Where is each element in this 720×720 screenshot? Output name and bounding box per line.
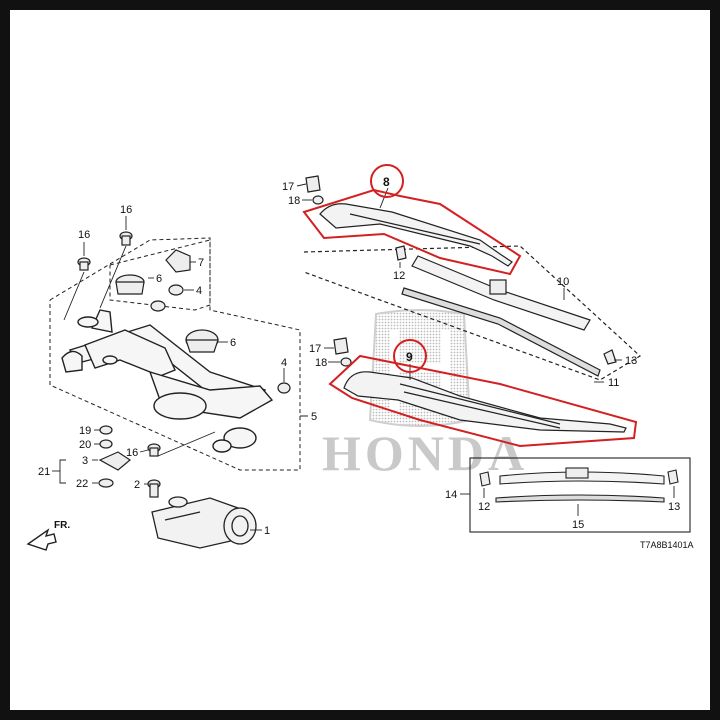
end-cap-12-b bbox=[479, 471, 491, 487]
parts-diagram: HONDA bbox=[26, 164, 694, 551]
wiper-arm-9 bbox=[343, 371, 627, 433]
callout-21: 21 bbox=[38, 466, 50, 478]
callout-11: 11 bbox=[608, 377, 619, 389]
clip-4-b bbox=[277, 382, 291, 394]
callout-14: 14 bbox=[445, 489, 457, 501]
small-parts-left bbox=[77, 231, 291, 498]
callout-12-b: 12 bbox=[478, 501, 490, 513]
highlight-circle-8 bbox=[370, 164, 404, 198]
callout-8: 8 bbox=[383, 175, 390, 189]
watermark-word: HONDA bbox=[322, 425, 528, 481]
callout-20: 20 bbox=[79, 439, 91, 451]
callout-13-a: 13 bbox=[625, 355, 637, 367]
highlight-outline-arm-8 bbox=[302, 188, 522, 276]
callout-6-b: 6 bbox=[230, 337, 236, 349]
callout-16-c: 16 bbox=[126, 447, 138, 459]
callout-4-b: 4 bbox=[281, 357, 287, 369]
end-cap-13-b bbox=[667, 469, 679, 485]
bolt-16-a bbox=[77, 257, 91, 271]
rubber-11 bbox=[401, 287, 601, 377]
nut-20 bbox=[99, 439, 113, 449]
callout-1: 1 bbox=[264, 525, 270, 537]
callout-12-a: 12 bbox=[393, 270, 405, 282]
callout-7: 7 bbox=[198, 257, 204, 269]
callout-3: 3 bbox=[82, 455, 88, 467]
highlight-outlines bbox=[302, 164, 638, 448]
bracket-3 bbox=[98, 451, 132, 471]
bolt-2 bbox=[147, 479, 161, 498]
bushing-7 bbox=[165, 249, 191, 273]
callout-5: 5 bbox=[311, 411, 317, 423]
callout-10: 10 bbox=[557, 276, 569, 288]
rear-blade-group bbox=[469, 457, 691, 533]
bolt-16-b bbox=[119, 231, 133, 246]
wiper-blade-10 bbox=[411, 255, 591, 331]
wiper-motor bbox=[151, 496, 257, 549]
front-indicator-label: FR. bbox=[54, 520, 70, 531]
callout-2: 2 bbox=[134, 479, 140, 491]
driver-arm-group bbox=[303, 175, 641, 381]
clip-4-a bbox=[150, 284, 184, 312]
washer-22 bbox=[98, 478, 114, 488]
callout-labels: 1 2 3 4 4 5 6 6 7 8 9 10 11 12 12 13 13 … bbox=[38, 175, 694, 550]
callout-19: 19 bbox=[79, 425, 91, 437]
pivot-cap-6-a bbox=[115, 274, 145, 295]
wiper-blade-15 bbox=[499, 467, 665, 485]
leader-lines-left bbox=[52, 216, 285, 531]
linkage-assembly-group bbox=[49, 237, 308, 471]
callout-18-b: 18 bbox=[315, 357, 327, 369]
bolt-16-c bbox=[147, 443, 161, 457]
callout-6-a: 6 bbox=[156, 273, 162, 285]
callout-16-a: 16 bbox=[78, 229, 90, 241]
passenger-arm-group bbox=[333, 337, 627, 433]
callout-9: 9 bbox=[406, 350, 413, 364]
nut-18-b bbox=[340, 357, 352, 367]
washer-19 bbox=[99, 425, 113, 435]
front-arrow-icon: FR. bbox=[26, 520, 70, 551]
callout-18-a: 18 bbox=[288, 195, 300, 207]
cap-17-a bbox=[305, 175, 321, 193]
callout-17-b: 17 bbox=[309, 343, 321, 355]
callout-17-a: 17 bbox=[282, 181, 294, 193]
callout-4-a: 4 bbox=[196, 285, 202, 297]
end-cap-12-a bbox=[395, 245, 407, 261]
diagram-code: T7A8B1401A bbox=[640, 540, 694, 550]
wiper-arm-8 bbox=[319, 203, 513, 267]
end-cap-13-a bbox=[603, 349, 617, 365]
highlight-circle-9 bbox=[393, 339, 427, 373]
callout-15: 15 bbox=[572, 519, 584, 531]
cap-17-b bbox=[333, 337, 349, 355]
nut-18-a bbox=[312, 195, 324, 205]
callout-22: 22 bbox=[76, 478, 88, 490]
wiper-linkage bbox=[61, 309, 274, 453]
rubber-strip-15 bbox=[495, 494, 665, 503]
callout-16-b: 16 bbox=[120, 204, 132, 216]
pivot-cap-6-b bbox=[185, 329, 219, 353]
callout-13-b: 13 bbox=[668, 501, 680, 513]
highlight-outline-arm-9 bbox=[328, 354, 638, 448]
